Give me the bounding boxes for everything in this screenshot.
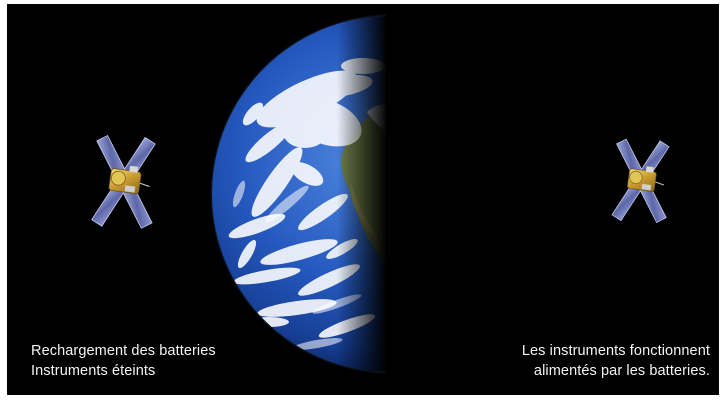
left-caption: Rechargement des batteries Instruments é…	[31, 341, 216, 381]
left-caption-line2: Instruments éteints	[31, 363, 156, 379]
left-caption-line1: Rechargement des batteries	[31, 343, 216, 359]
satellite-left-icon	[91, 134, 156, 229]
satellite-right-icon	[611, 138, 670, 224]
scene-illustration	[91, 14, 670, 374]
right-caption-line1: Les instruments fonctionnent	[521, 343, 710, 359]
right-caption: Les instruments fonctionnent alimentés p…	[522, 341, 710, 381]
earth-globe	[210, 14, 386, 374]
right-caption-line2: alimentés par les batteries.	[533, 363, 710, 379]
orbit-diagram-scene: Rechargement des batteries Instruments é…	[7, 4, 719, 395]
